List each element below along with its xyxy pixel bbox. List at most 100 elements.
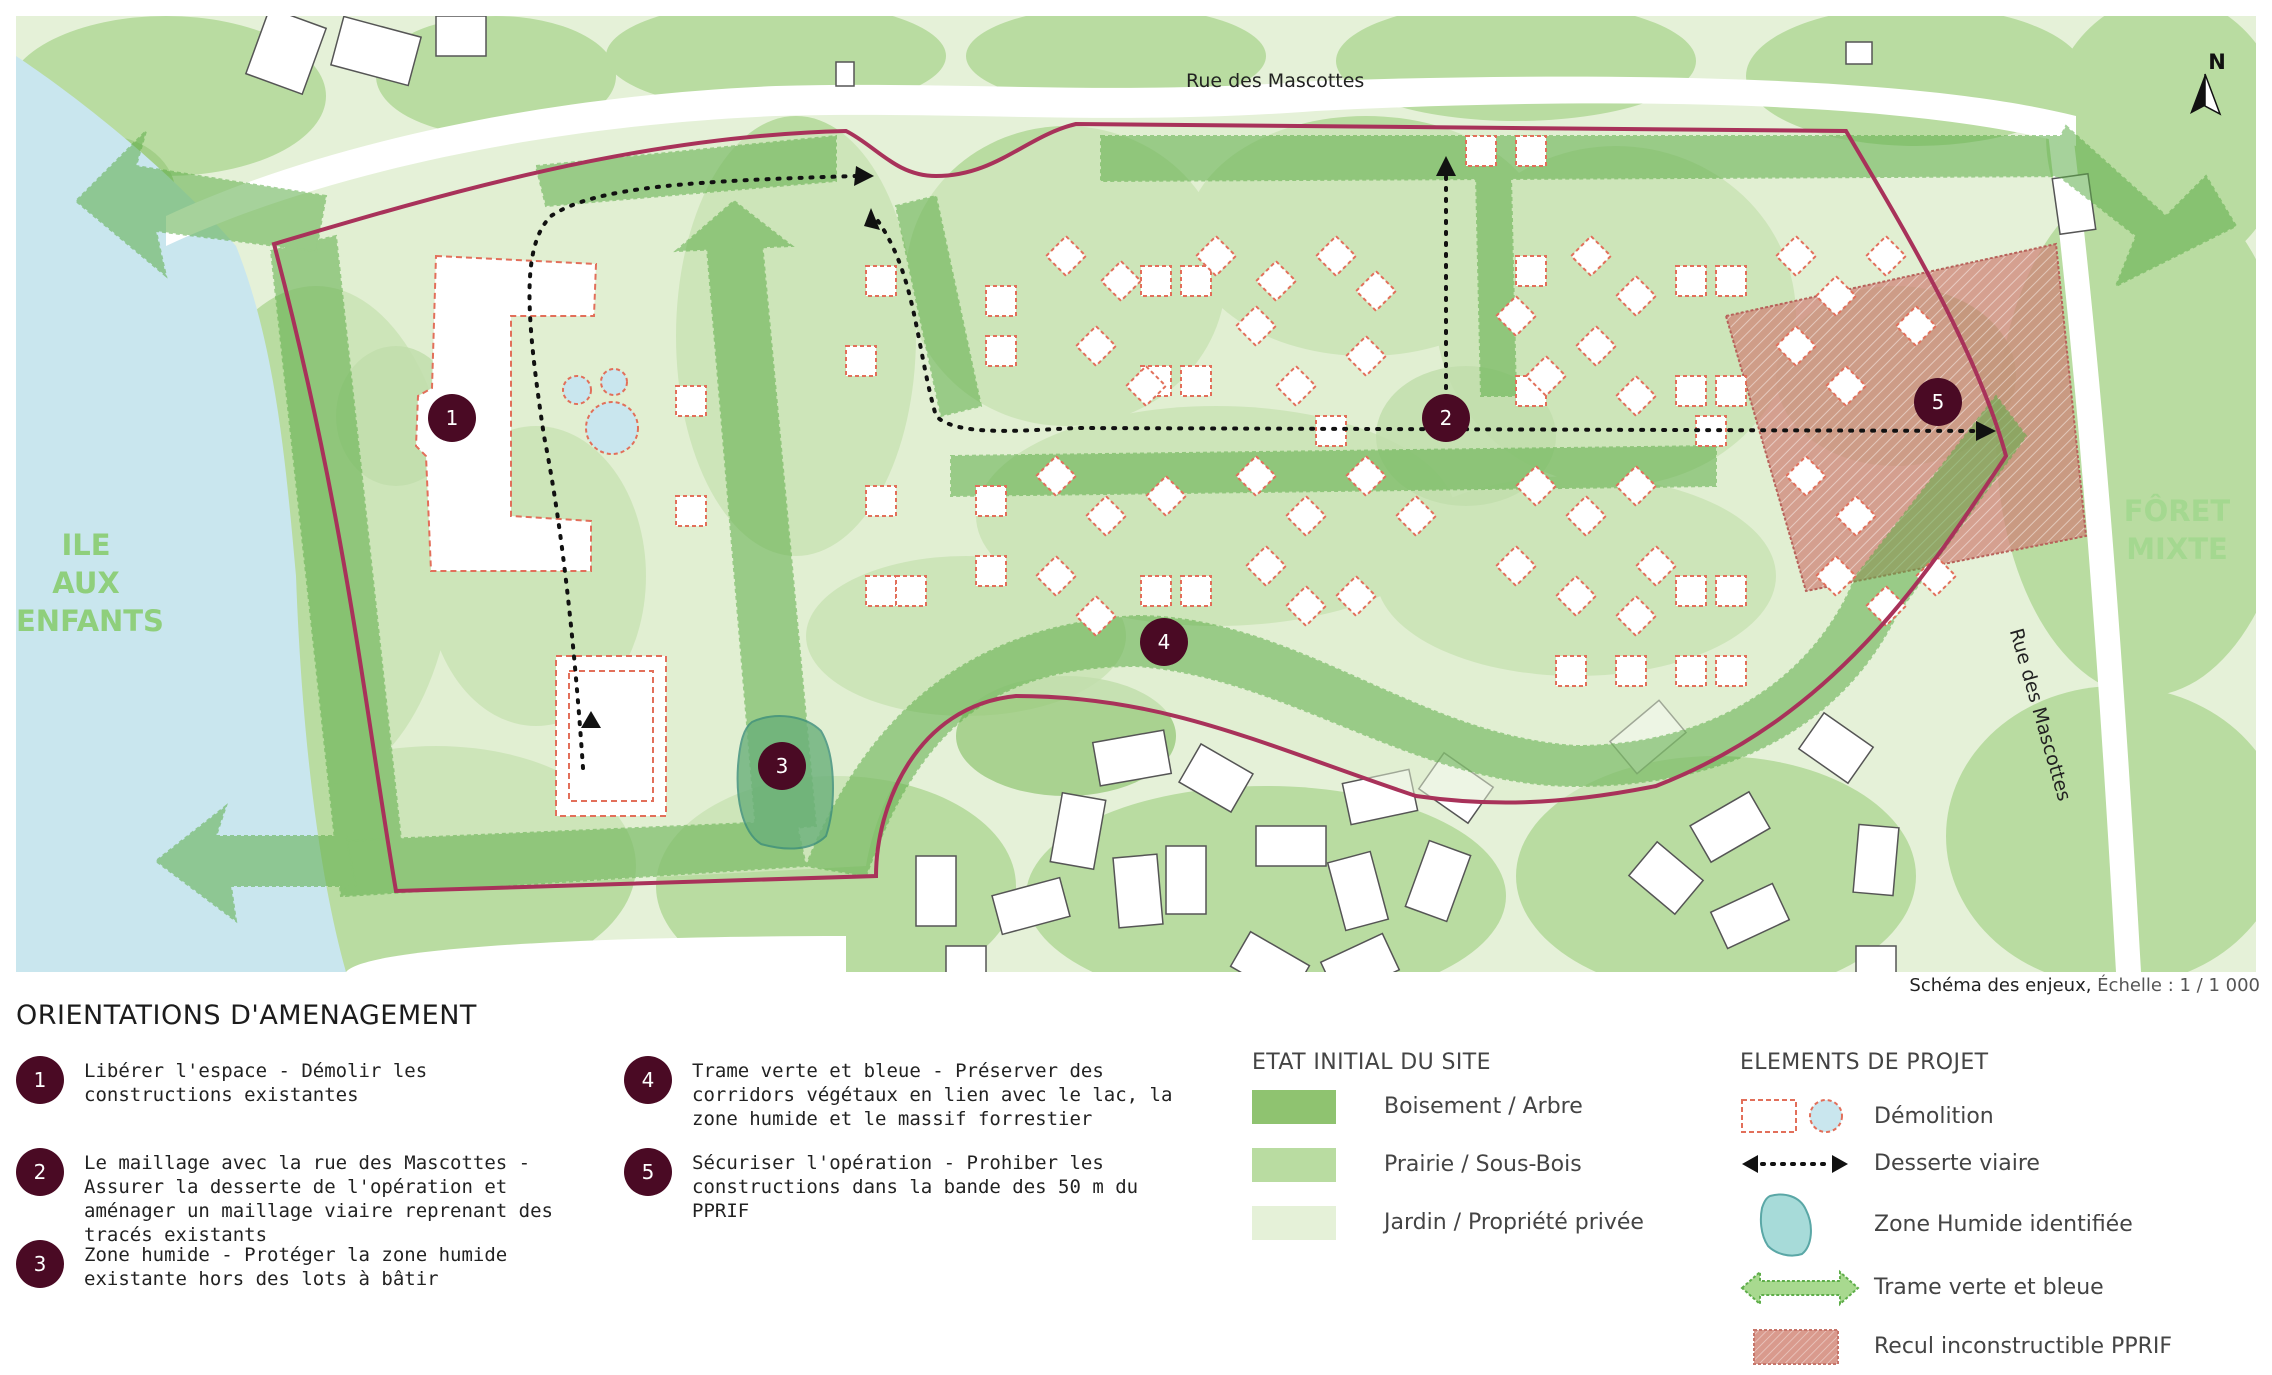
demolition-diamond <box>1814 274 1858 318</box>
demolition-square <box>1515 255 1547 287</box>
demolition-square <box>1675 575 1707 607</box>
road-south <box>346 936 846 972</box>
demolition-square <box>1675 655 1707 687</box>
demolition-diamond <box>1274 364 1318 408</box>
demolition-square <box>1180 365 1212 397</box>
legend-initial-title: ETAT INITIAL DU SITE <box>1252 1050 1491 1075</box>
legend-garden-label: Jardin / Propriété privée <box>1384 1210 1644 1235</box>
demolition-main <box>414 254 667 817</box>
demolition-diamond <box>1099 259 1143 303</box>
demolition-diamond <box>1864 234 1908 278</box>
demolition-square <box>865 485 897 517</box>
region-east-line-1: FÔRET <box>2123 494 2231 528</box>
scale-value: Échelle : 1 / 1 000 <box>2097 975 2260 996</box>
wetland-icon <box>1759 1193 1812 1257</box>
demolition-icon <box>1741 1099 1843 1133</box>
legend-demolition-label: Démolition <box>1874 1104 1994 1129</box>
orientations-title: ORIENTATIONS D'AMENAGEMENT <box>16 1000 477 1031</box>
demolition-square <box>975 555 1007 587</box>
demolition-square <box>1515 135 1547 167</box>
demolition-diamond <box>1334 574 1378 618</box>
orientation-number-5: 5 <box>624 1148 672 1196</box>
orientation-number-3: 3 <box>16 1240 64 1288</box>
demolition-square <box>865 265 897 297</box>
road-north <box>166 76 2076 246</box>
map-marker-5[interactable]: 5 <box>1914 378 1962 426</box>
demolition-square <box>1180 265 1212 297</box>
demolition-pools <box>562 368 639 455</box>
demolition-square <box>975 485 1007 517</box>
demolition-diamond <box>1254 259 1298 303</box>
map-marker-4[interactable]: 4 <box>1140 618 1188 666</box>
legend-wetland-label: Zone Humide identifiée <box>1874 1212 2133 1237</box>
demolition-diamond <box>1774 324 1818 368</box>
demolition-diamond <box>1144 474 1188 518</box>
demolition-square <box>985 335 1017 367</box>
demolition-square <box>1715 375 1747 407</box>
demolition-diamond <box>1914 554 1958 598</box>
demolition-diamond <box>1034 454 1078 498</box>
demolition-diamond <box>1284 494 1328 538</box>
demolition-square <box>675 385 707 417</box>
demolition-square <box>845 345 877 377</box>
region-west-line-1: ILE <box>61 528 111 562</box>
demolition-square <box>675 495 707 527</box>
legend-meadow-label: Prairie / Sous-Bois <box>1384 1152 1582 1177</box>
demolition-grid <box>675 135 1958 687</box>
legend-access-label: Desserte viaire <box>1874 1151 2040 1176</box>
demolition-diamond <box>1524 354 1568 398</box>
demolition-diamond <box>1574 324 1618 368</box>
demolition-diamond <box>1284 584 1328 628</box>
demolition-diamond <box>1074 594 1118 638</box>
demolition-square <box>895 575 927 607</box>
demolition-diamond <box>1074 324 1118 368</box>
demolition-square <box>1555 655 1587 687</box>
legend-corridor-label: Trame verte et bleue <box>1874 1275 2104 1300</box>
demolition-diamond <box>1554 574 1598 618</box>
map-marker-3[interactable]: 3 <box>758 742 806 790</box>
orientation-text-3: Zone humide - Protéger la zone humide ex… <box>84 1244 508 1290</box>
demolition-diamond <box>1314 234 1358 278</box>
demolition-diamond <box>1034 554 1078 598</box>
demolition-diamond <box>1614 374 1658 418</box>
demolition-square <box>865 575 897 607</box>
north-letter: N <box>2208 50 2226 74</box>
map-marker-1[interactable]: 1 <box>428 394 476 442</box>
demolition-square <box>1715 655 1747 687</box>
demolition-square <box>1465 135 1497 167</box>
orientation-text-5: Sécuriser l'opération - Prohiber les con… <box>692 1152 1139 1222</box>
swatch-meadow <box>1252 1148 1336 1182</box>
demolition-square <box>1675 375 1707 407</box>
region-label-west: ILE AUX ENFANTS <box>16 526 164 640</box>
demolition-diamond <box>1234 454 1278 498</box>
site-interior <box>276 126 2006 891</box>
orientation-text-4: Trame verte et bleue - Préserver des cor… <box>692 1060 1173 1130</box>
lake <box>16 56 346 972</box>
existing-buildings <box>244 16 2097 972</box>
demolition-square <box>1675 265 1707 297</box>
orientation-number-2: 2 <box>16 1148 64 1196</box>
map-canvas <box>16 16 2256 972</box>
demolition-diamond <box>1784 454 1828 498</box>
swatch-woodland <box>1252 1090 1336 1124</box>
demolition-diamond <box>1614 594 1658 638</box>
north-arrow: N <box>2192 50 2242 74</box>
dotted-arrow-icon <box>1742 1155 1848 1173</box>
demolition-square <box>1615 655 1647 687</box>
demolition-diamond <box>1344 454 1388 498</box>
demolition-diamond <box>1864 584 1908 628</box>
map-marker-2[interactable]: 2 <box>1422 394 1470 442</box>
road-east <box>2046 116 2141 972</box>
demolition-diamond <box>1569 234 1613 278</box>
legend-woodland-label: Boisement / Arbre <box>1384 1094 1583 1119</box>
demolition-diamond <box>1354 269 1398 313</box>
demolition-diamond <box>1124 364 1168 408</box>
region-east-line-2: MIXTE <box>2126 532 2228 566</box>
demolition-diamond <box>1814 554 1858 598</box>
site-boundary <box>271 121 2009 894</box>
north-arrow-glyph <box>2190 74 2205 114</box>
demolition-diamond <box>1514 464 1558 508</box>
demolition-diamond <box>1084 494 1128 538</box>
demolition-diamond <box>1564 494 1608 538</box>
region-label-east: FÔRET MIXTE <box>2112 492 2242 568</box>
